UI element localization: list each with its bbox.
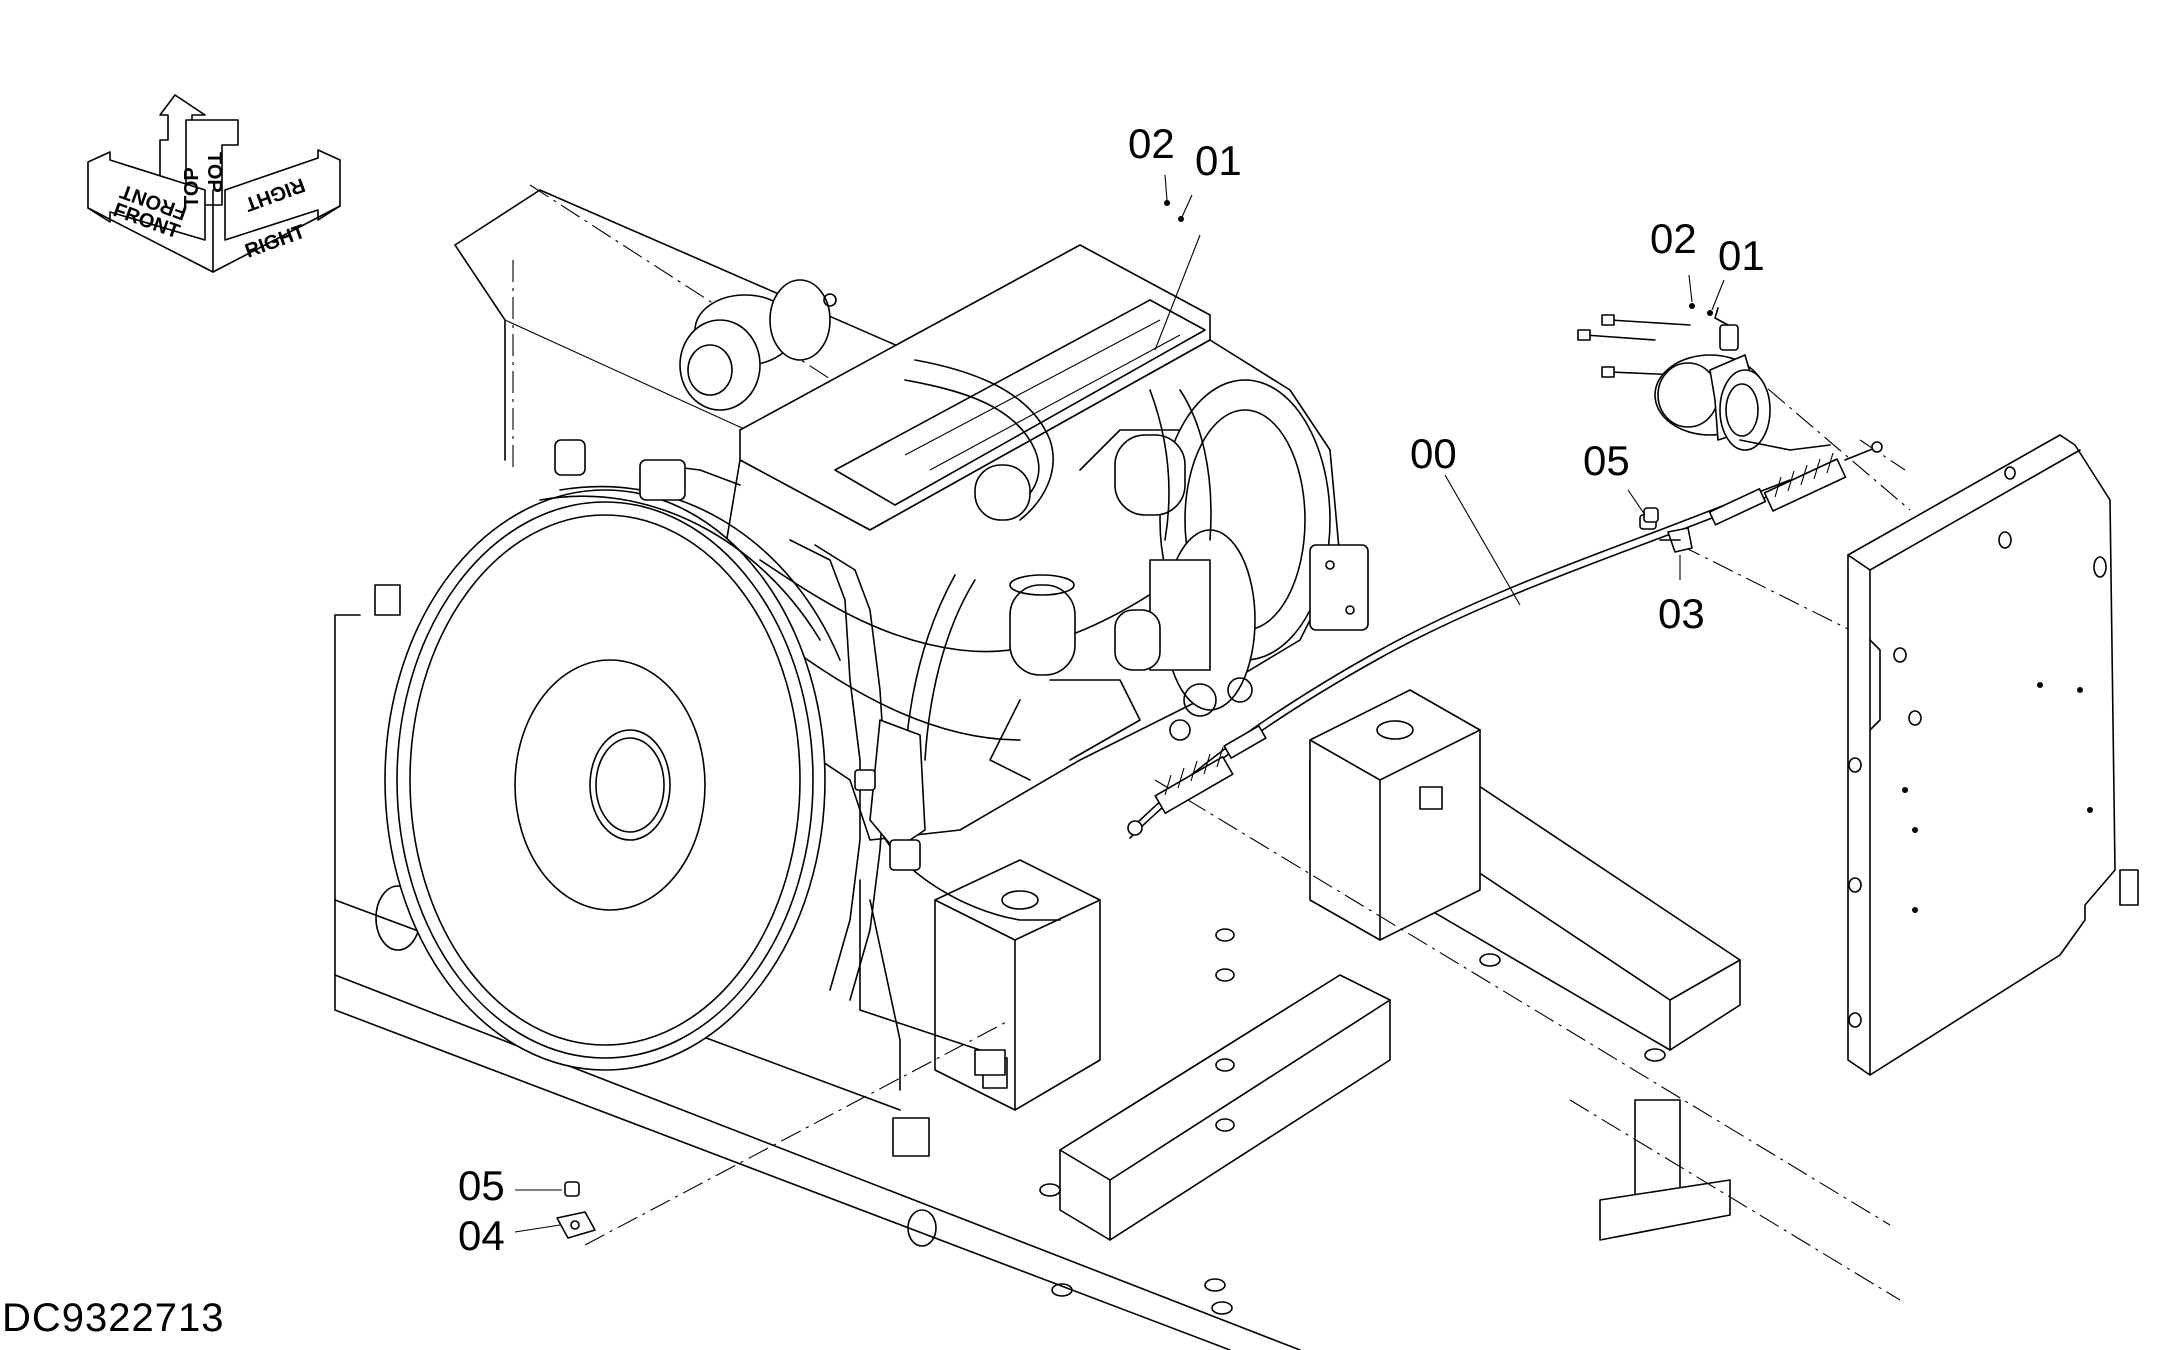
- callout-05-clamp: 05: [458, 1162, 505, 1209]
- callout-01-bracket: 01: [1718, 232, 1765, 279]
- callout-02-engine: 02: [1128, 120, 1175, 167]
- callout-02-bracket: 02: [1650, 215, 1697, 262]
- leader-lines: [514, 174, 1725, 1233]
- control-motor-assembly: [1577, 307, 1831, 553]
- assembly-centerlines: [512, 184, 1911, 1301]
- callout-05-bracket: 05: [1583, 437, 1630, 484]
- callout-04: 04: [458, 1212, 505, 1259]
- orientation-arrow-icon: FRONT FRONT TOP TOP RIGHT RIGHT: [87, 94, 341, 273]
- top-label: TOP: [203, 152, 225, 193]
- throttle-cable: [1127, 441, 1883, 839]
- callout-01-engine: 01: [1195, 137, 1242, 184]
- callout-labels: 02 01 02 01 00 05 03 05 04: [458, 120, 1765, 1259]
- fan-housing: [384, 439, 926, 1091]
- chassis-frame: [334, 189, 1741, 1350]
- top-label-mirror: TOP: [181, 167, 203, 208]
- drawing-number: DC9322713: [2, 1296, 225, 1340]
- engine-assembly: [679, 244, 1369, 1076]
- loose-parts: [556, 507, 1659, 1239]
- callout-00: 00: [1410, 430, 1457, 477]
- mounting-plate: [1847, 434, 2139, 1076]
- callout-03: 03: [1658, 590, 1705, 637]
